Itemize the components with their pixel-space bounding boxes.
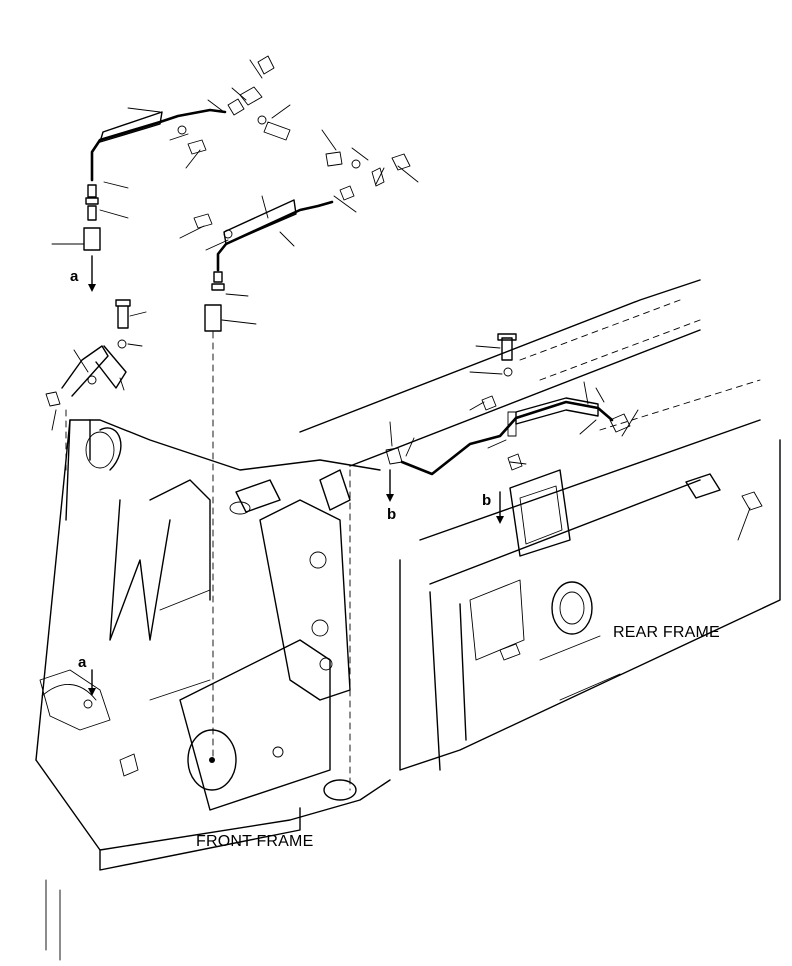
ref-label-a-bottom: a	[78, 654, 87, 671]
left-bracket-assembly	[45, 299, 147, 431]
rear-frame-label: REAR FRAME	[613, 624, 720, 641]
upper-left-pipe-assembly	[51, 55, 291, 251]
alignment-lines	[65, 331, 351, 791]
front-frame-label: FRONT FRAME	[196, 833, 314, 850]
ref-label-b-left: b	[387, 506, 397, 523]
front-frame-drawing	[35, 419, 391, 961]
ref-label-a-top: a	[70, 268, 79, 285]
right-pipe-assembly	[385, 333, 763, 541]
upper-center-pipe-assembly	[179, 129, 419, 332]
reference-arrows	[88, 255, 504, 696]
ref-label-b-right: b	[482, 492, 492, 509]
rear-frame-drawing	[299, 279, 781, 771]
